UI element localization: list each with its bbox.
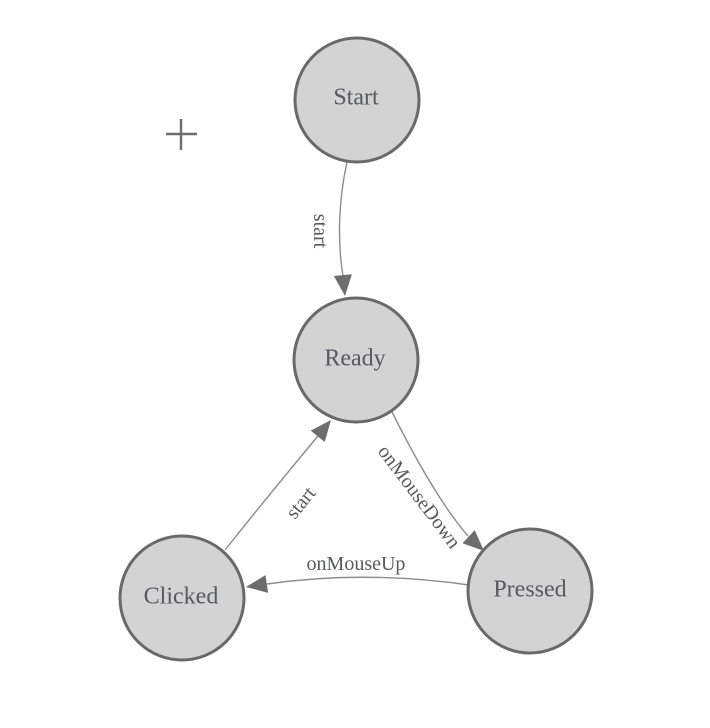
arrowhead-icon xyxy=(310,420,331,442)
node-ready[interactable]: Ready xyxy=(292,296,420,424)
state-circle xyxy=(292,296,420,424)
edge-pressed-clicked: onMouseUp xyxy=(246,553,470,593)
edge-clicked-ready: start xyxy=(224,420,331,551)
state-circle xyxy=(466,527,594,655)
plus-crosshair-icon xyxy=(166,119,197,150)
edge-label[interactable]: start xyxy=(309,214,331,249)
node-start[interactable]: Start xyxy=(293,36,421,164)
edge-ready-pressed: onMouseDown xyxy=(373,411,484,553)
edge-line[interactable] xyxy=(266,576,470,586)
edge-start-ready: start xyxy=(309,161,352,296)
node-label: Ready xyxy=(324,345,385,371)
node-label: Start xyxy=(333,84,379,110)
arrowhead-icon xyxy=(333,274,352,296)
node-clicked[interactable]: Clicked xyxy=(118,534,246,662)
edge-label[interactable]: onMouseDown xyxy=(373,441,465,553)
edge-label[interactable]: start xyxy=(282,482,321,523)
edge-line[interactable] xyxy=(338,161,348,277)
edge-line[interactable] xyxy=(224,435,319,551)
state-circle xyxy=(118,534,246,662)
edge-line[interactable] xyxy=(391,411,469,537)
node-label: Pressed xyxy=(493,576,566,602)
node-label: Clicked xyxy=(144,583,219,609)
arrowhead-icon xyxy=(246,575,269,593)
arrowhead-icon xyxy=(462,530,484,551)
node-pressed[interactable]: Pressed xyxy=(466,527,594,655)
state-circle xyxy=(293,36,421,164)
edge-label[interactable]: onMouseUp xyxy=(307,553,406,575)
